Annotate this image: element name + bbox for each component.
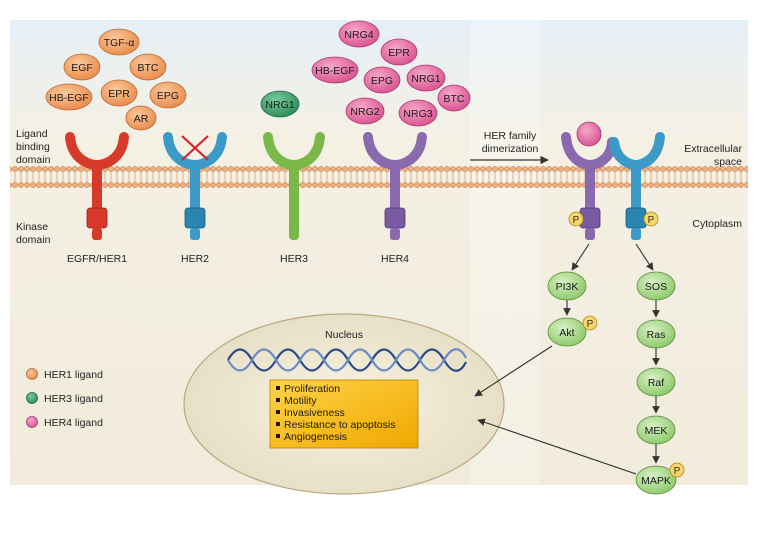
phospho-p-her4: P <box>573 215 580 226</box>
receptor-her2-label: HER2 <box>181 253 209 265</box>
node-pi3k-label: PI3K <box>556 281 579 293</box>
outcomes-box <box>269 379 419 449</box>
phospho-akt: P <box>587 319 594 330</box>
bound-her4-ligand <box>576 121 602 147</box>
outcome-angiogenesis: Angiogenesis <box>284 431 347 443</box>
ligand-nrg2: NRG2 <box>350 106 379 118</box>
ligand-ar: AR <box>134 113 149 125</box>
dna-helix-icon <box>227 348 467 372</box>
ligand-btc: BTC <box>138 62 159 74</box>
legend-her3-swatch <box>26 392 38 404</box>
dimer-her4-her2 <box>561 121 665 240</box>
phospho-badges: P P <box>568 211 659 227</box>
phospho-mapk-icon <box>669 462 685 478</box>
outcome-resistance-apoptosis: Resistance to apoptosis <box>284 419 395 431</box>
ligand-binding-label-3: domain <box>16 154 51 166</box>
node-sos-label: SOS <box>645 281 667 293</box>
ligand-binding-label-1: Ligand <box>16 128 48 140</box>
node-mapk-label: MAPK <box>641 475 671 487</box>
ligand-hb-egf: HB-EGF <box>49 92 89 104</box>
node-mapk <box>635 465 677 495</box>
receptor-her3 <box>263 132 325 240</box>
ligand-nrg4: NRG4 <box>344 29 373 41</box>
dimerization-label-2: dimerization <box>482 143 539 155</box>
phospho-p-her2: P <box>648 215 655 226</box>
ligand-epg-her4: EPG <box>371 75 393 87</box>
her4-ligands: NRG4 EPR HB-EGF EPG NRG1 BTC NRG2 NRG3 <box>311 20 471 127</box>
legend-her4-label: HER4 ligand <box>44 417 103 429</box>
receptor-her2 <box>163 132 227 240</box>
arrow-mapk-nucleus <box>477 418 637 475</box>
node-akt-label: Akt <box>559 327 574 339</box>
arrow-to-pi3k <box>571 243 590 271</box>
her3-ligands: NRG1 <box>260 90 300 118</box>
nucleus-label: Nucleus <box>325 329 363 341</box>
legend-her1-swatch <box>26 368 38 380</box>
node-raf-label: Raf <box>648 377 664 389</box>
receptor-her3-label: HER3 <box>280 253 308 265</box>
ligand-btc-her4: BTC <box>444 93 465 105</box>
node-mek-label: MEK <box>645 425 668 437</box>
ligand-egf: EGF <box>71 62 93 74</box>
extracellular-label-1: Extracellular <box>684 143 742 155</box>
node-ras-label: Ras <box>647 329 666 341</box>
dimerization-label-1: HER family <box>484 130 537 142</box>
outcomes-list: Proliferation Motility Invasiveness Resi… <box>276 383 395 443</box>
ligand-tgf-alpha: TGF-α <box>104 37 135 49</box>
ligand-nrg1-her3: NRG1 <box>265 99 294 111</box>
outcome-invasiveness: Invasiveness <box>284 407 345 419</box>
outcome-proliferation: Proliferation <box>284 383 340 395</box>
ligand-nrg3: NRG3 <box>403 108 432 120</box>
arrow-to-sos <box>635 243 654 271</box>
extracellular-label-2: space <box>714 156 742 168</box>
receptor-her4-label: HER4 <box>381 253 409 265</box>
receptor-egfr <box>65 132 129 240</box>
her1-ligands: TGF-α EGF BTC EPR EPG HB-EGF AR <box>45 28 187 131</box>
receptor-egfr-label: EGFR/HER1 <box>67 253 127 265</box>
legend-her3-label: HER3 ligand <box>44 393 103 405</box>
ligand-epr: EPR <box>108 88 130 100</box>
ligand-nrg1-her4: NRG1 <box>411 73 440 85</box>
legend-her4-swatch <box>26 416 38 428</box>
phospho-mapk: P <box>674 466 681 477</box>
ligand-hb-egf-her4: HB-EGF <box>315 65 355 77</box>
legend-her1-label: HER1 ligand <box>44 369 103 381</box>
kinase-label-2: domain <box>16 234 51 246</box>
node-akt <box>547 317 587 347</box>
phospho-akt-icon <box>582 315 598 331</box>
legend: HER1 ligand HER3 ligand HER4 ligand <box>26 368 103 429</box>
ligand-binding-label-2: binding <box>16 141 50 153</box>
ligand-epr-her4: EPR <box>388 47 410 59</box>
kinase-label-1: Kinase <box>16 221 48 233</box>
cytoplasm-label: Cytoplasm <box>692 218 742 230</box>
receptor-her4 <box>363 132 427 240</box>
ligand-epg: EPG <box>157 90 179 102</box>
outcome-motility: Motility <box>284 395 317 407</box>
arrow-akt-nucleus <box>474 345 553 397</box>
